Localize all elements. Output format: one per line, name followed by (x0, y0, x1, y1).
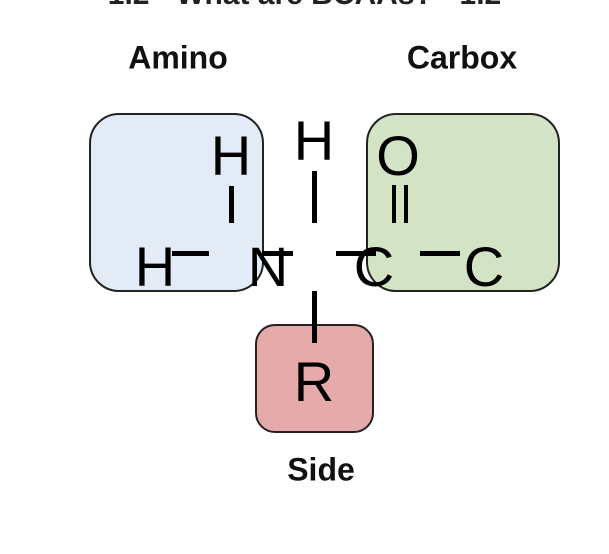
atom-carbonyl-o: O (376, 124, 420, 187)
atom-amino-h-top: H (210, 124, 252, 187)
amino-group-box (89, 113, 264, 292)
carboxyl-group-box (366, 113, 560, 292)
atom-amino-h-left: H (134, 235, 176, 298)
bond-n-h-top (229, 186, 234, 223)
atom-nitrogen: N (247, 235, 289, 298)
bond-double-1 (392, 185, 396, 223)
bond-h-n (172, 251, 209, 256)
atom-terminal-c: C (463, 235, 505, 298)
bond-n-calpha (262, 251, 293, 256)
atom-side-r: R (293, 350, 335, 413)
carboxyl-label: Carbox (406, 39, 518, 76)
atom-carbonyl-c: C (353, 235, 395, 298)
slide-title: 1.2 - What are BCAAs? - 1.2 (0, 0, 609, 12)
bond-calpha-r (312, 291, 317, 343)
bond-alpha-h (312, 171, 317, 223)
atom-alpha-h: H (293, 109, 335, 172)
amino-label: Amino (128, 39, 228, 76)
bond-calpha-c (336, 251, 376, 256)
bond-c-c (420, 251, 460, 256)
bond-double-2 (404, 185, 408, 223)
side-label: Side (287, 451, 355, 488)
